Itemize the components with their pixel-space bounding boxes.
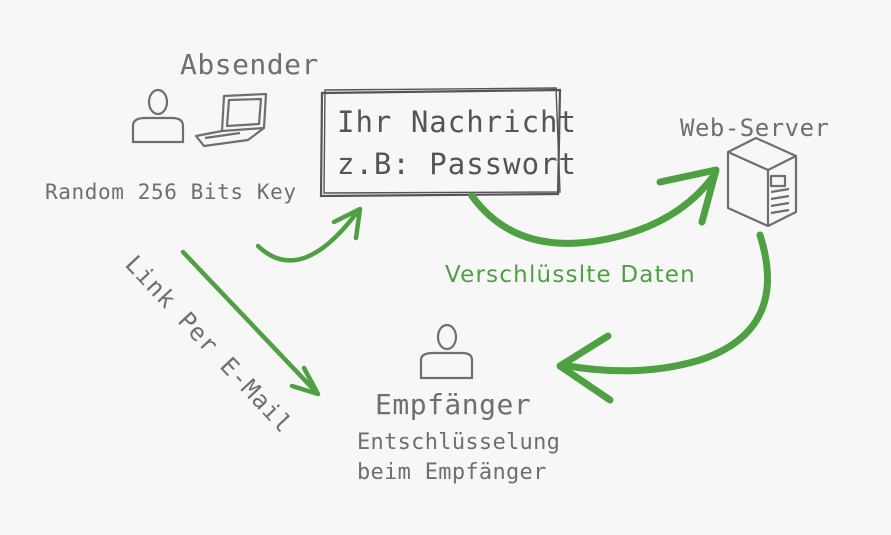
encrypted-data-label: Verschlüsslte Daten: [445, 262, 696, 288]
sender-person-icon: [131, 88, 185, 144]
receiver-title: Empfänger: [375, 388, 532, 421]
receiver-person-icon: [419, 323, 474, 380]
message-box: [319, 87, 562, 198]
receiver-decrypt-line-2: beim Empfänger: [357, 460, 547, 485]
arrow-message-to-server: [468, 166, 720, 247]
sender-key-text: Random 256 Bits Key: [45, 180, 297, 204]
receiver-decrypt-line-1: Entschlüsselung: [357, 430, 561, 455]
arrow-server-to-receiver: [556, 231, 771, 404]
message-line-2: z.B: Passwort: [337, 147, 577, 181]
laptop-icon: [194, 92, 268, 148]
server-title: Web-Server: [680, 114, 830, 142]
sender-title: Absender: [180, 48, 319, 81]
arrow-email-link: [180, 249, 321, 397]
arrow-key-to-message: [255, 206, 363, 263]
server-tower-icon: [726, 136, 798, 228]
message-line-1: Ihr Nachricht: [337, 105, 577, 139]
